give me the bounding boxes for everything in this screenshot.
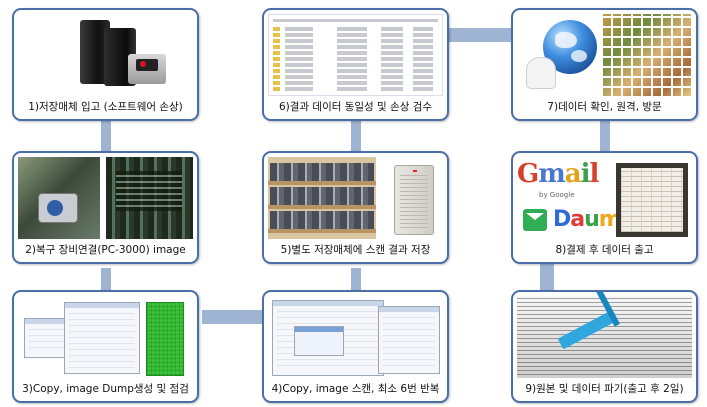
file-list	[268, 14, 443, 96]
step-9-label: 9)원본 및 데이터 파기(출고 후 2일)	[525, 383, 684, 395]
connector-1-2	[101, 121, 111, 151]
step-4-card: 4)Copy, image 스캔, 최소 6번 반복	[262, 290, 449, 403]
step-8-label: 8)결제 후 데이터 출고	[555, 244, 654, 256]
step-7-card: 7)데이터 확인, 원격, 방문	[511, 8, 698, 121]
step-2-label: 2)복구 장비연결(PC-3000) image	[25, 244, 186, 256]
shredding-image	[517, 296, 692, 378]
envelope-icon	[523, 209, 547, 231]
connector-4-5	[351, 268, 361, 290]
step-8-card: Gmail by Google Daum 8)결제 후 데이터 출고	[511, 151, 698, 264]
daum-logo: Daum	[553, 207, 622, 232]
invoice-photo	[616, 163, 688, 237]
step-6-card: 6)결과 데이터 동일성 및 손상 검수	[262, 8, 449, 121]
step-3-card: 3)Copy, image Dump생성 및 점검	[12, 290, 199, 403]
storage-device-icon	[18, 14, 193, 96]
storage-shelf	[268, 157, 443, 239]
connector-6-7	[449, 28, 511, 42]
step-3-label: 3)Copy, image Dump생성 및 점검	[22, 383, 189, 395]
step-5-label: 5)별도 저장매체에 스캔 결과 저장	[280, 244, 431, 256]
photo-thumbnails	[603, 14, 692, 96]
connector-7-8	[600, 121, 610, 151]
step-7-label: 7)데이터 확인, 원격, 방문	[547, 101, 662, 113]
by-google-text: by Google	[539, 191, 575, 199]
scan-screen	[268, 296, 443, 378]
hardware-photo	[18, 157, 193, 239]
step-2-card: 2)복구 장비연결(PC-3000) image	[12, 151, 199, 264]
step-6-label: 6)결과 데이터 동일성 및 손상 검수	[278, 101, 433, 113]
dump-screen	[18, 296, 193, 378]
globe-icon	[517, 14, 692, 96]
step-1-label: 1)저장매체 입고 (소프트웨어 손상)	[28, 101, 183, 113]
step-4-label: 4)Copy, image 스캔, 최소 6번 반복	[271, 383, 440, 395]
step-1-card: 1)저장매체 입고 (소프트웨어 손상)	[12, 8, 199, 121]
mail-logo: Gmail by Google Daum	[517, 157, 692, 239]
step-5-card: 5)별도 저장매체에 스캔 결과 저장	[262, 151, 449, 264]
connector-8-9	[540, 262, 554, 290]
step-9-card: 9)원본 및 데이터 파기(출고 후 2일)	[511, 290, 698, 403]
connector-2-3	[101, 268, 111, 290]
connector-5-6	[351, 121, 361, 151]
connector-3-4	[202, 310, 262, 324]
person-icon	[527, 58, 555, 88]
gmail-logo: Gmail	[517, 159, 599, 189]
